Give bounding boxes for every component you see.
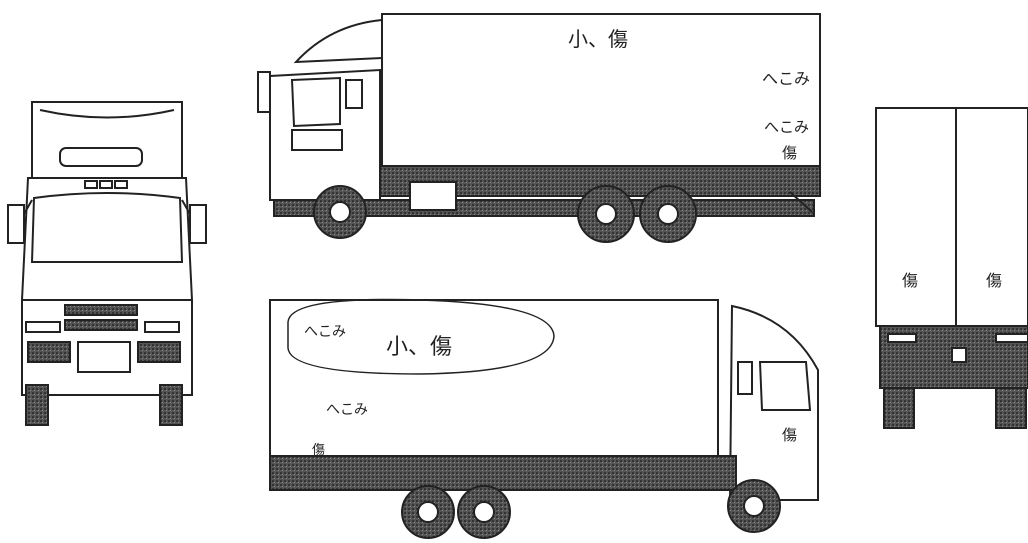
right-note-3: へこみ bbox=[326, 402, 368, 418]
left-note-1: 小、傷 bbox=[568, 27, 628, 51]
truck-right-side-view bbox=[269, 298, 819, 539]
left-note-4: 傷 bbox=[782, 144, 797, 162]
truck-rear-view bbox=[875, 107, 1028, 429]
left-note-3: へこみ bbox=[764, 118, 809, 136]
rear-note-2: 傷 bbox=[986, 271, 1002, 290]
truck-front-view bbox=[7, 101, 207, 426]
right-note-5: 傷 bbox=[782, 426, 797, 444]
truck-left-side-view bbox=[257, 13, 821, 243]
left-note-2: へこみ bbox=[762, 69, 810, 88]
right-side-damage-notes: へこみ 小、傷 へこみ 傷 傷 bbox=[304, 324, 797, 458]
right-note-4: 傷 bbox=[312, 443, 325, 458]
right-note-2: 小、傷 bbox=[386, 335, 452, 360]
right-note-1: へこみ bbox=[304, 324, 346, 340]
rear-damage-notes: 傷 傷 bbox=[902, 271, 1002, 290]
left-side-damage-notes: 小、傷 へこみ へこみ 傷 bbox=[568, 27, 810, 162]
rear-note-1: 傷 bbox=[902, 271, 918, 290]
